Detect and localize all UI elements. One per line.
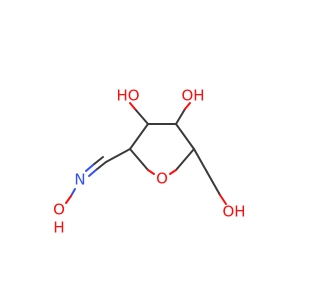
chemical-structure-diagram: O N O H HO OH OH [0, 0, 300, 300]
bond-ch-n-double-1-c [95, 161, 107, 171]
bond-c1-oring-o [147, 169, 155, 175]
bond-c1-c2 [129, 123, 149, 150]
bond-n-o-o [65, 195, 72, 204]
bond-c1-ch [105, 148, 131, 163]
bond-c3-c4 [175, 123, 195, 150]
bond-c4-oring-o [169, 169, 177, 175]
bond-c4-ch2 [193, 148, 208, 173]
bond-ch-n-double-2-n [85, 164, 94, 172]
ring-oxygen-label: O [156, 170, 168, 188]
bond-ch-n-double-2-c [92, 156, 104, 166]
bond-ch2-oh-c [206, 171, 221, 196]
bond-c2-oh-c [134, 108, 149, 125]
bond-c3-oh-c [175, 108, 186, 125]
bond-c1-oring [129, 148, 149, 171]
bond-c2-oh-o [129, 102, 136, 110]
bond-c4-oring [175, 148, 195, 171]
c3-hydroxyl-label: OH [181, 87, 204, 105]
oxime-oxygen-label: O [53, 201, 65, 219]
bond-ch-n-double-1-n [88, 169, 97, 177]
c2-hydroxyl-label: HO [116, 87, 139, 105]
bond-ch2-oh-o [219, 194, 227, 205]
bond-c3-oh-o [184, 102, 191, 110]
oxime-nitrogen-label: N [74, 171, 85, 189]
oxime-hydrogen-label: H [53, 219, 64, 237]
background [0, 0, 300, 300]
bond-n-o-n [70, 188, 76, 197]
ch2-hydroxyl-label: OH [222, 203, 245, 221]
